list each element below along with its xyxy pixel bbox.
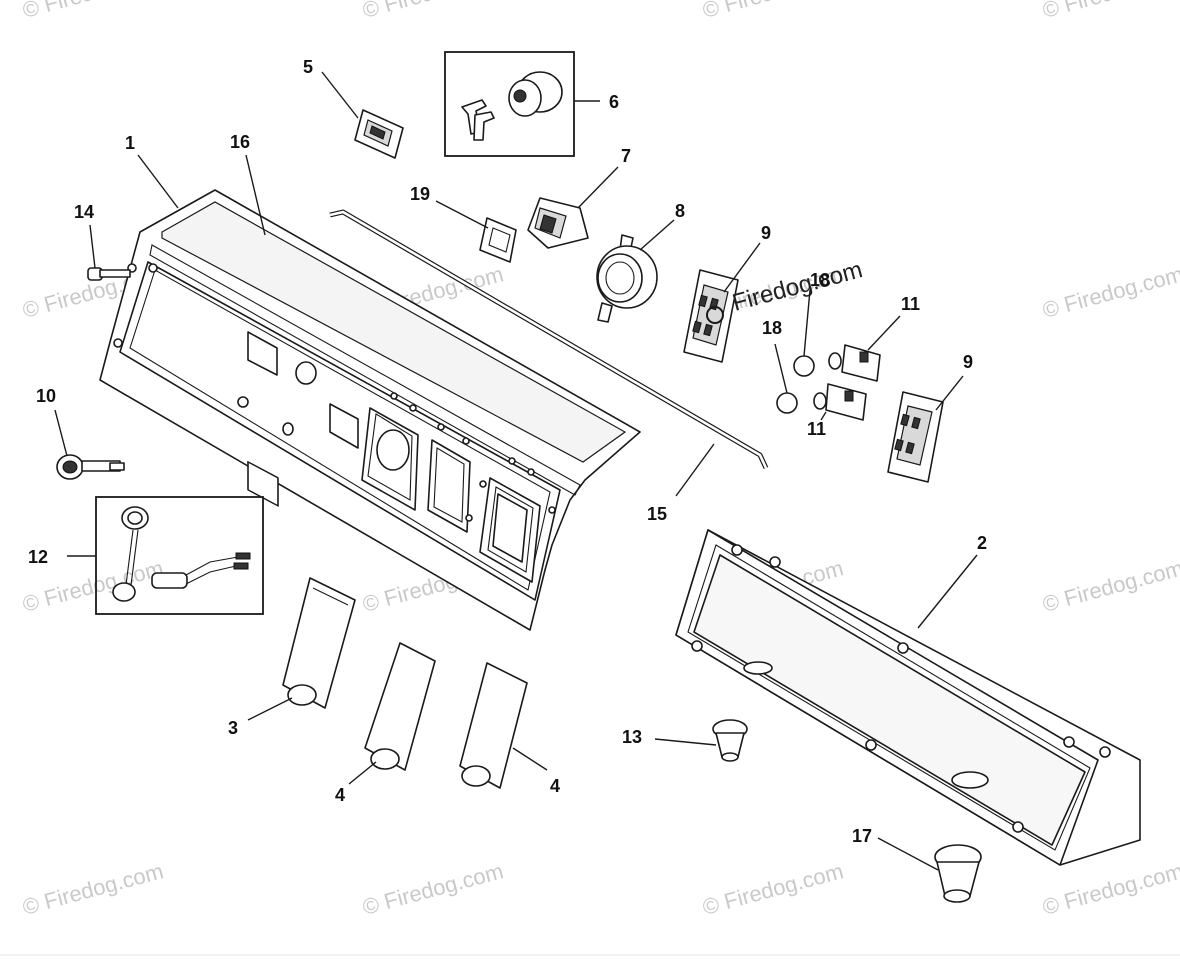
- callout-16: 16: [230, 132, 250, 152]
- plug-cap-part[interactable]: [112, 506, 251, 602]
- duplex-receptacle-part-upper[interactable]: [683, 269, 739, 363]
- callout-6: 6: [609, 92, 619, 112]
- hour-meter-part[interactable]: [354, 109, 404, 159]
- circuit-breaker-part-upper[interactable]: [828, 344, 881, 382]
- knob-part[interactable]: [56, 454, 125, 480]
- breaker-cap-part-lower[interactable]: [776, 392, 798, 414]
- watermark: © Firedog.com: [1040, 555, 1180, 617]
- callout-4: 4: [335, 785, 345, 805]
- callout-19: 19: [410, 184, 430, 204]
- key-switch-part[interactable]: [461, 71, 563, 141]
- watermark: © Firedog.com: [1040, 261, 1180, 323]
- small-switch-part[interactable]: [479, 217, 517, 263]
- watermark: © Firedog.com: [360, 858, 506, 920]
- rod-part[interactable]: [329, 209, 769, 470]
- watermark-overlay: Firedog.com: [730, 256, 866, 317]
- outlet-cover-part-4-right[interactable]: [459, 662, 528, 789]
- callout-17: 17: [852, 826, 872, 846]
- circuit-breaker-part-lower[interactable]: [813, 383, 867, 421]
- outlet-cover-part-4-left[interactable]: [364, 642, 436, 771]
- control-panel-part[interactable]: [99, 189, 641, 631]
- callout-1: 1: [125, 133, 135, 153]
- screw-part[interactable]: [87, 267, 131, 281]
- callout-11: 11: [807, 419, 826, 439]
- callout-12: 12: [28, 547, 48, 567]
- callout-3: 3: [228, 718, 238, 738]
- callout-labels: 1 2 3 4 4 5 6 7 8 9 9 10 11 11 12 13 14 …: [28, 57, 987, 846]
- rocker-switch-part[interactable]: [527, 197, 589, 249]
- watermark-circle: [706, 306, 724, 324]
- watermark: © Firedog.com: [700, 0, 846, 23]
- outlet-cover-part-3[interactable]: [282, 577, 356, 709]
- callout-2: 2: [977, 533, 987, 553]
- grommet-part-13[interactable]: [712, 719, 748, 762]
- callout-9: 9: [963, 352, 973, 372]
- callout-8: 8: [675, 201, 685, 221]
- watermark: © Firedog.com: [20, 0, 166, 23]
- part-6-box: [444, 51, 575, 157]
- watermark: © Firedog.com: [1040, 858, 1180, 920]
- callout-4: 4: [550, 776, 560, 796]
- callout-18: 18: [810, 270, 830, 290]
- callout-11: 11: [901, 294, 920, 314]
- callout-9: 9: [761, 223, 771, 243]
- callout-5: 5: [303, 57, 313, 77]
- twistlock-receptacle-part[interactable]: [596, 234, 658, 323]
- breaker-cap-part-upper[interactable]: [793, 355, 815, 377]
- callout-18: 18: [762, 318, 782, 338]
- callout-14: 14: [74, 202, 94, 222]
- housing-box-part[interactable]: [675, 529, 1141, 866]
- watermark: © Firedog.com: [700, 858, 846, 920]
- callout-10: 10: [36, 386, 56, 406]
- duplex-receptacle-part-lower[interactable]: [887, 391, 944, 483]
- watermark: © Firedog.com: [20, 858, 166, 920]
- grommet-part-17[interactable]: [934, 844, 982, 903]
- watermark: © Firedog.com: [360, 0, 506, 23]
- callout-7: 7: [621, 146, 631, 166]
- leader-lines: [54, 71, 978, 871]
- callout-13: 13: [622, 727, 642, 747]
- callout-15: 15: [647, 504, 667, 524]
- watermark: © Firedog.com: [1040, 0, 1180, 23]
